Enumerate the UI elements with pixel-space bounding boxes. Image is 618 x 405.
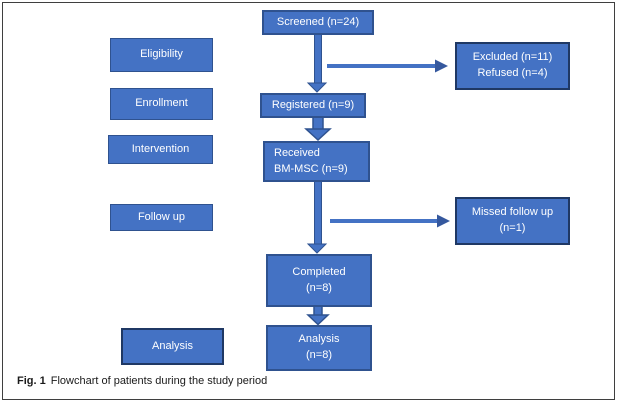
figure-caption: Fig. 1 Flowchart of patients during the s… [17, 375, 267, 387]
flow-box-received-label: Received BM-MSC (n=9) [274, 146, 348, 175]
flow-box-registered: Registered (n=9) [260, 93, 366, 118]
flow-box-screened: Screened (n=24) [262, 10, 374, 35]
figure-caption-text: Flowchart of patients during the study p… [50, 375, 268, 387]
arrow-received-to-completed [306, 180, 328, 254]
stage-box-analysis-label: Analysis [152, 339, 193, 352]
stage-box-intervention: Intervention [108, 135, 213, 164]
stage-box-analysis: Analysis [121, 328, 224, 365]
flow-box-excluded-refused: Excluded (n=11) Refused (n=4) [455, 42, 570, 90]
figure-caption-label: Fig. 1 [17, 375, 46, 387]
arrow-to-missed-follow-up [330, 214, 450, 228]
stage-box-follow-up: Follow up [110, 204, 213, 231]
flow-box-completed-label: Completed (n=8) [292, 265, 346, 294]
flow-box-screened-label: Screened (n=24) [276, 15, 360, 28]
flow-box-received-bm-msc: Received BM-MSC (n=9) [263, 141, 370, 182]
stage-box-follow-up-label: Follow up [137, 210, 186, 223]
arrow-to-excluded [327, 59, 448, 73]
flow-box-missed-follow-up: Missed follow up (n=1) [455, 197, 570, 245]
arrow-completed-to-analysis [306, 305, 330, 326]
stage-box-intervention-label: Intervention [131, 142, 190, 155]
stage-box-enrollment: Enrollment [110, 88, 213, 120]
flow-box-completed: Completed (n=8) [266, 254, 372, 307]
flow-box-missed-label: Missed follow up (n=1) [471, 206, 554, 234]
flow-box-analysis: Analysis (n=8) [266, 325, 372, 371]
stage-box-enrollment-label: Enrollment [135, 97, 188, 110]
arrow-screened-to-registered [306, 32, 328, 93]
flow-box-excluded-label: Excluded (n=11) Refused (n=4) [472, 51, 553, 79]
stage-box-eligibility: Eligibility [110, 38, 213, 72]
flow-box-registered-label: Registered (n=9) [271, 98, 355, 111]
arrow-registered-to-received [304, 116, 332, 142]
flow-box-analysis-label: Analysis (n=8) [298, 333, 340, 361]
stage-box-eligibility-label: Eligibility [140, 48, 183, 61]
